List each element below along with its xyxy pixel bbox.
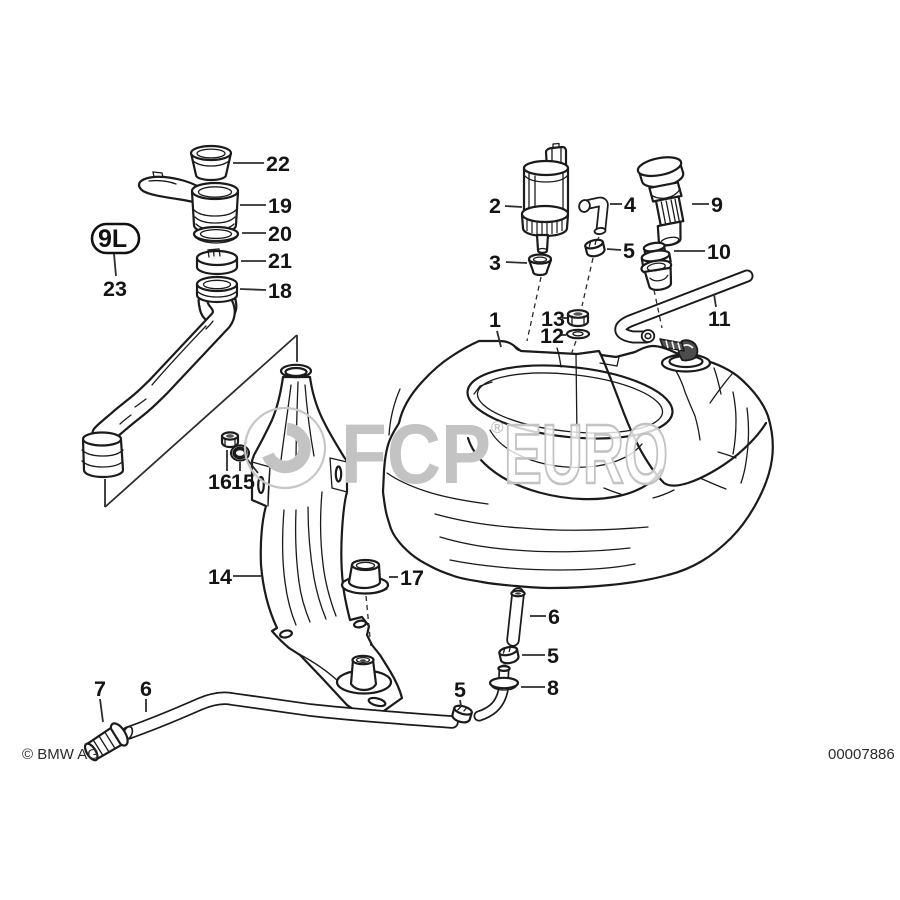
svg-text:00007886: 00007886 bbox=[828, 746, 895, 763]
svg-text:1: 1 bbox=[489, 308, 501, 332]
svg-text:6: 6 bbox=[140, 677, 152, 701]
svg-text:EURO: EURO bbox=[504, 407, 668, 501]
svg-text:10: 10 bbox=[707, 240, 731, 264]
svg-text:16: 16 bbox=[208, 470, 232, 494]
svg-text:© BMW AG: © BMW AG bbox=[22, 746, 99, 763]
svg-text:7: 7 bbox=[94, 677, 106, 701]
svg-text:2: 2 bbox=[489, 194, 501, 218]
svg-text:21: 21 bbox=[268, 249, 292, 273]
svg-text:5: 5 bbox=[454, 678, 466, 702]
svg-text:12: 12 bbox=[540, 324, 564, 348]
svg-text:19: 19 bbox=[268, 194, 292, 218]
svg-text:FCP: FCP bbox=[341, 407, 491, 501]
svg-text:9: 9 bbox=[711, 193, 723, 217]
svg-text:13: 13 bbox=[541, 307, 565, 331]
svg-text:5: 5 bbox=[623, 239, 635, 263]
svg-text:18: 18 bbox=[268, 279, 292, 303]
svg-text:20: 20 bbox=[268, 222, 292, 246]
svg-text:8: 8 bbox=[547, 676, 559, 700]
svg-text:3: 3 bbox=[489, 251, 501, 275]
svg-text:15: 15 bbox=[231, 470, 255, 494]
svg-text:11: 11 bbox=[708, 307, 731, 331]
svg-text:6: 6 bbox=[548, 605, 560, 629]
svg-text:14: 14 bbox=[208, 565, 232, 589]
svg-text:22: 22 bbox=[266, 152, 290, 176]
svg-text:®: ® bbox=[491, 418, 504, 437]
svg-text:4: 4 bbox=[624, 193, 636, 217]
svg-text:5: 5 bbox=[547, 644, 559, 668]
svg-text:23: 23 bbox=[103, 277, 127, 301]
svg-text:17: 17 bbox=[400, 566, 424, 590]
svg-text:9L: 9L bbox=[98, 225, 127, 253]
